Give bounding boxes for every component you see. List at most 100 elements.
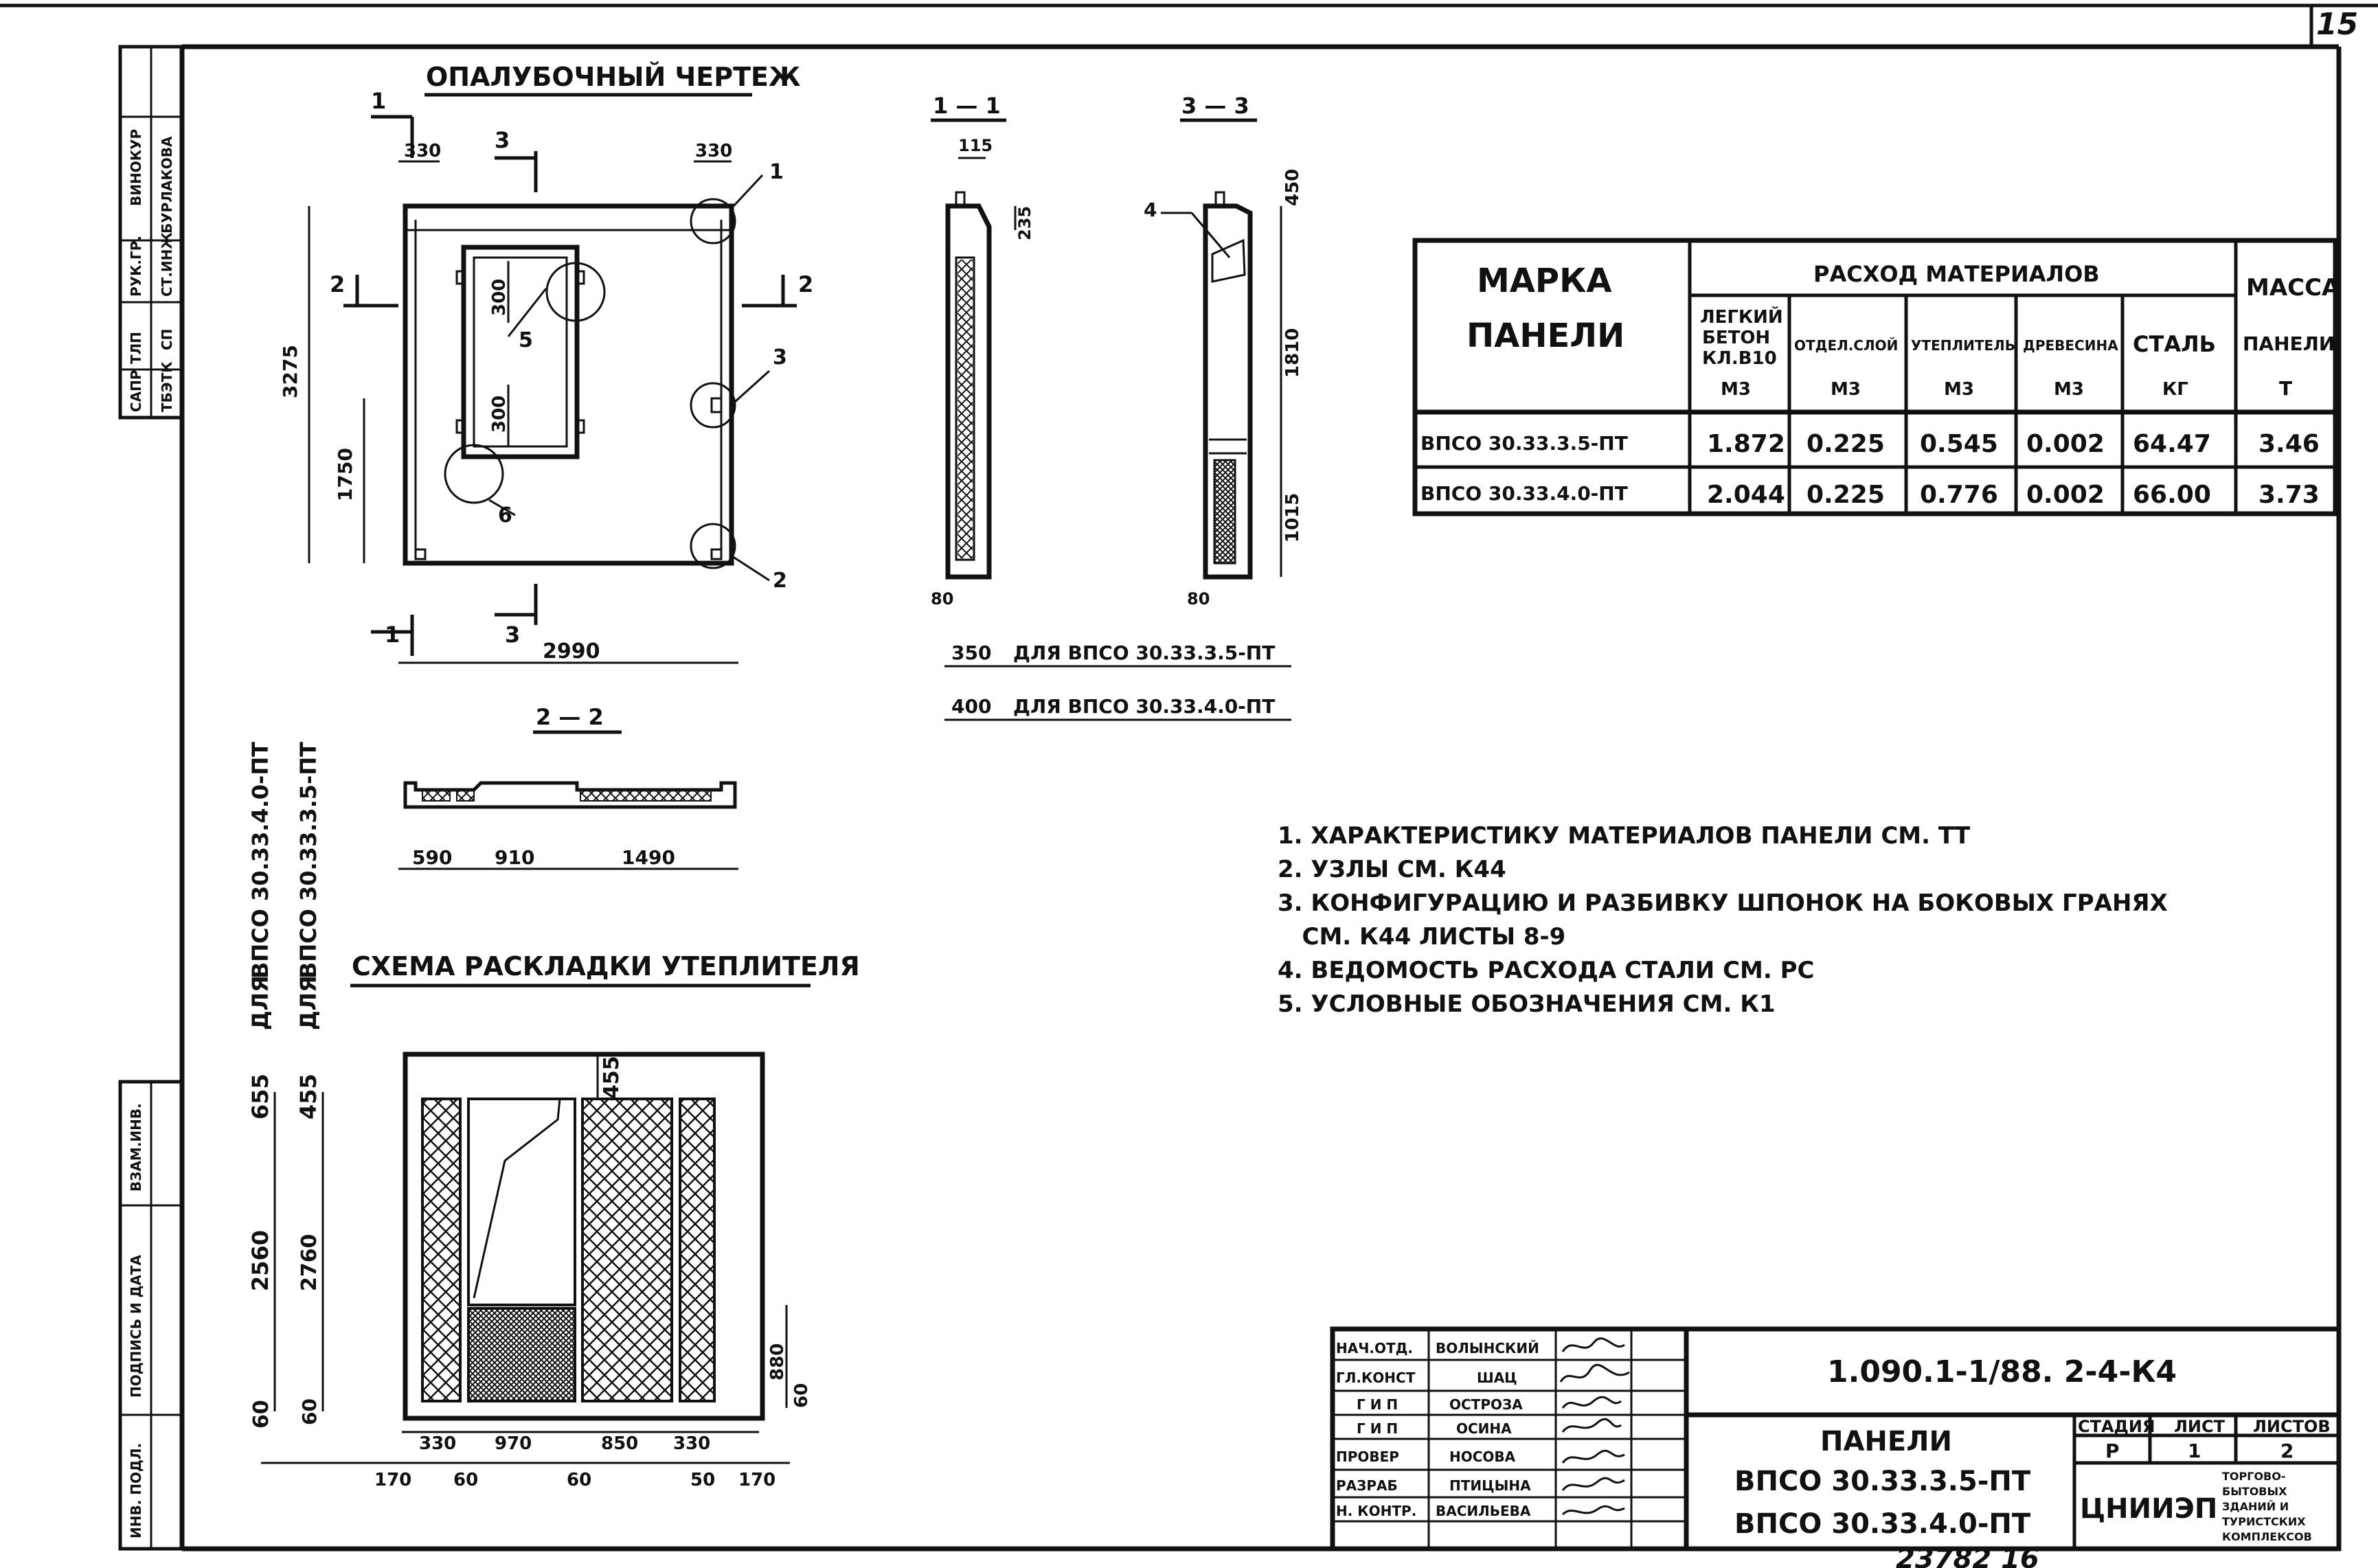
title-staff-name-5: НОСОВА [1449, 1448, 1516, 1465]
formwork-node-circles [444, 174, 771, 582]
callout-3: 3 [773, 345, 787, 370]
section-2-2-dim-2: 910 [495, 846, 534, 869]
stamp-role-1: САПР [128, 370, 144, 412]
title-staff-name-3: ОСТРОЗА [1449, 1396, 1523, 1413]
org-desc-4: ТУРИСТСКИХ [2222, 1515, 2306, 1528]
org-desc-3: ЗДАНИЙ И [2222, 1500, 2289, 1513]
insul-bottom-2: 970 [495, 1433, 532, 1454]
title-staff-role-1: НАЧ.ОТД. [1336, 1340, 1413, 1356]
stamp-role-2: ТЛП [128, 332, 144, 364]
subhead-insulation: УТЕПЛИТЕЛЬ [1911, 337, 2015, 354]
subhead-finish-unit: М3 [1831, 379, 1861, 400]
insul-bottom-3: 850 [601, 1433, 638, 1454]
section-1-1-dim-side: 235 [1015, 206, 1034, 240]
rot-label-mark-2: ВПСО 30.33.3.5-ПТ [295, 742, 321, 979]
section-mark-1-bottom: 1 [385, 622, 400, 648]
table-header-mass-1: МАССА [2246, 274, 2340, 302]
insul-low-2: 60 [453, 1470, 478, 1490]
stamp-name-3: СТ.ИНЖ [159, 232, 175, 297]
section-mark-2-left: 2 [330, 271, 345, 297]
note-3-cont: СМ. К44 ЛИСТЫ 8-9 [1278, 923, 1565, 951]
insul-low-5: 170 [738, 1470, 775, 1490]
formwork-panel [403, 203, 734, 566]
subhead-concrete-unit: М3 [1721, 379, 1751, 400]
subhead-wood: ДРЕВЕСИНА [2023, 337, 2118, 354]
insul-low-4: 50 [690, 1470, 715, 1490]
page-number: 15 [2316, 7, 2358, 42]
section-3-3-dim-low: 1015 [1282, 493, 1303, 543]
row-1-concrete: 1.872 [1707, 430, 1785, 458]
insulation-title: СХЕМА РАСКЛАДКИ УТЕПЛИТЕЛЯ [352, 951, 860, 981]
panel-name: ПАНЕЛИ [1820, 1426, 1952, 1457]
section-3-3-title: 3 — 3 [1181, 93, 1249, 119]
title-staff-role-3: Г И П [1357, 1396, 1398, 1413]
rot-label-2760: 2760 [297, 1234, 321, 1292]
note-4: 4. ВЕДОМОСТЬ РАСХОДА СТАЛИ СМ. РС [1278, 957, 1815, 984]
sheet-frame [0, 3, 2378, 1552]
section-3-3-drawing [1161, 191, 1282, 580]
row-1-finish: 0.225 [1807, 430, 1885, 458]
row-2-finish: 0.225 [1807, 481, 1885, 509]
subhead-concrete-3: КЛ.В10 [1702, 348, 1777, 369]
dim-open-top: 300 [489, 279, 510, 316]
section-cut-marks [343, 115, 797, 656]
section-2-2-dim-3: 1490 [622, 846, 675, 869]
title-staff-name-2: ШАЦ [1477, 1370, 1517, 1386]
title-staff-name-4: ОСИНА [1456, 1420, 1512, 1437]
row-1-mass: 3.46 [2258, 430, 2320, 458]
title-staff-name-7: ВАСИЛЬЕВА [1436, 1503, 1531, 1519]
subhead-concrete-1: ЛЕГКИЙ [1700, 306, 1783, 328]
org-desc-2: БЫТОВЫХ [2222, 1485, 2287, 1498]
section-1-1-drawing [945, 157, 1017, 580]
title-staff-role-4: Г И П [1357, 1420, 1398, 1437]
insul-bottom-4: 330 [673, 1433, 710, 1454]
document-code: 1.090.1-1/88. 2-4-К4 [1827, 1354, 2177, 1389]
subhead-wood-unit: М3 [2054, 379, 2084, 400]
row-2-mark: ВПСО 30.33.4.0-ПТ [1420, 482, 1628, 505]
section-3-3-dim-bottom: 80 [1187, 589, 1210, 609]
row-2-wood: 0.002 [2026, 481, 2105, 509]
title-staff-role-2: ГЛ.КОНСТ [1336, 1370, 1416, 1386]
dim-lower: 1750 [334, 448, 356, 501]
rot-label-60-a: 60 [249, 1400, 273, 1429]
title-staff-role-6: РАЗРАБ [1336, 1477, 1398, 1494]
formwork-title: ОПАЛУБОЧНЫЙ ЧЕРТЕЖ [426, 62, 800, 92]
insulation-scheme [261, 1052, 790, 1464]
dim-open-bottom: 300 [489, 396, 510, 433]
rot-label-2560: 2560 [247, 1230, 273, 1291]
section-3-3-dim-mid: 1810 [1282, 328, 1303, 378]
stamp-exchange: ВЗАМ.ИНВ. [128, 1103, 144, 1192]
rot-label-655: 655 [247, 1073, 273, 1120]
rot-label-455: 455 [295, 1073, 321, 1120]
section-mark-1-top: 1 [371, 88, 386, 114]
title-staff-role-5: ПРОВЕР [1336, 1448, 1399, 1465]
section-1-1-title: 1 — 1 [933, 93, 1001, 119]
subhead-finish: ОТДЕЛ.СЛОЙ [1794, 337, 1898, 354]
insul-low-3: 60 [567, 1470, 591, 1490]
stamp-inventory: ИНВ. ПОДЛ. [128, 1443, 144, 1538]
section-mark-3-bottom: 3 [505, 622, 520, 648]
subhead-concrete-2: БЕТОН [1702, 328, 1770, 348]
title-staff-name-6: ПТИЦЫНА [1449, 1477, 1531, 1494]
dim-height: 3275 [279, 345, 302, 398]
table-header-mass-2: ПАНЕЛИ [2243, 332, 2335, 355]
insul-low-1: 170 [374, 1470, 411, 1490]
row-1-wood: 0.002 [2026, 430, 2105, 458]
sheet-value: 1 [2188, 1440, 2201, 1462]
section-note-text-1: ДЛЯ ВПСО 30.33.3.5-ПТ [1013, 641, 1275, 664]
callout-5: 5 [519, 328, 533, 352]
note-3: 3. КОНФИГУРАЦИЮ И РАЗБИВКУ ШПОНОК НА БОК… [1278, 889, 2168, 917]
stamp-role-3: РУК.ГР. [128, 236, 144, 297]
row-2-insulation: 0.776 [1920, 481, 1998, 509]
formwork-dimension-lines [308, 160, 738, 664]
row-2-mass: 3.73 [2258, 481, 2320, 509]
callout-2: 2 [773, 569, 787, 593]
stamp-name-4: БУРЛАКОВА [159, 136, 175, 234]
rot-label-for-1: ДЛЯ [247, 975, 273, 1030]
row-1-mark: ВПСО 30.33.3.5-ПТ [1420, 432, 1628, 455]
table-header-mark-1: МАРКА [1477, 262, 1611, 300]
note-2: 2. УЗЛЫ СМ. К44 [1278, 856, 1506, 883]
org-desc-1: ТОРГОВО- [2222, 1470, 2285, 1483]
subhead-insulation-unit: М3 [1944, 379, 1974, 400]
section-2-2-dim-1: 590 [412, 846, 452, 869]
